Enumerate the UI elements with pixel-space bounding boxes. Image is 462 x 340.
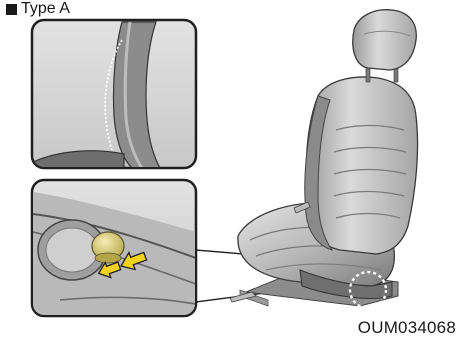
car-seat: [230, 10, 418, 308]
figure-code: OUM034068: [358, 318, 456, 338]
control-detail-panel: [32, 180, 196, 316]
lumbar-detail-panel: [32, 20, 196, 168]
